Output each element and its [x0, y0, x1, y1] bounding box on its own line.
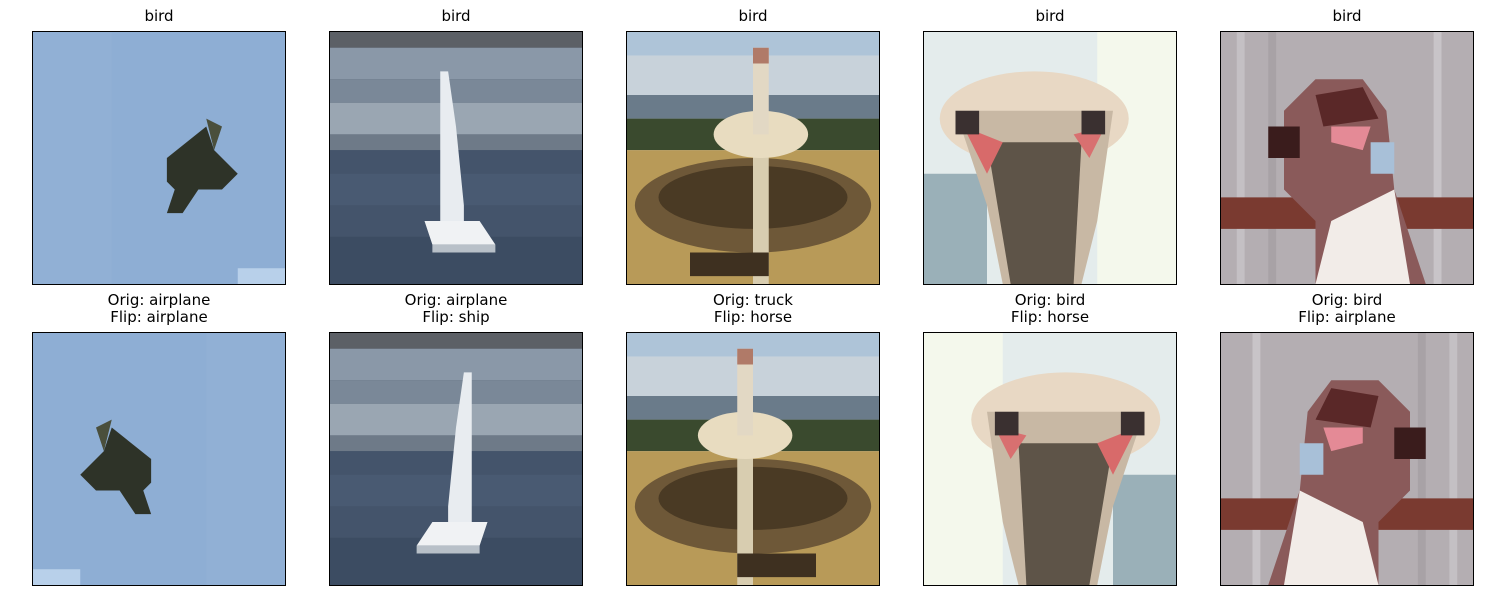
- panel-title: bird: [738, 7, 768, 25]
- thumbnail-bird-on-perch-flipped: [1220, 332, 1474, 586]
- thumbnail-ostrich-head-flipped: [923, 332, 1177, 586]
- flip-label: Flip: horse: [1010, 308, 1090, 326]
- flip-label: Flip: horse: [713, 308, 793, 326]
- flip-label: Flip: airplane: [1298, 308, 1396, 326]
- orig-label: Orig: airplane: [404, 291, 508, 309]
- orig-label: Orig: bird: [1014, 291, 1086, 309]
- orig-label: Orig: truck: [713, 291, 793, 309]
- thumbnail-ostrich-on-nest: [626, 31, 880, 285]
- thumbnail-airplane-in-sky-flipped: [32, 332, 286, 586]
- thumbnail-ostrich-head: [923, 31, 1177, 285]
- thumbnail-sailboat: [329, 31, 583, 285]
- orig-label: Orig: bird: [1311, 291, 1383, 309]
- panel-title: bird: [441, 7, 471, 25]
- panel-title: bird: [1332, 7, 1362, 25]
- orig-label: Orig: airplane: [107, 291, 211, 309]
- panel-title: bird: [1035, 7, 1065, 25]
- flip-label: Flip: ship: [422, 308, 490, 326]
- thumbnail-ostrich-on-nest-flipped: [626, 332, 880, 586]
- panel-title: bird: [144, 7, 174, 25]
- thumbnail-sailboat-flipped: [329, 332, 583, 586]
- thumbnail-bird-on-perch: [1220, 31, 1474, 285]
- flip-label: Flip: airplane: [110, 308, 208, 326]
- thumbnail-airplane-in-sky: [32, 31, 286, 285]
